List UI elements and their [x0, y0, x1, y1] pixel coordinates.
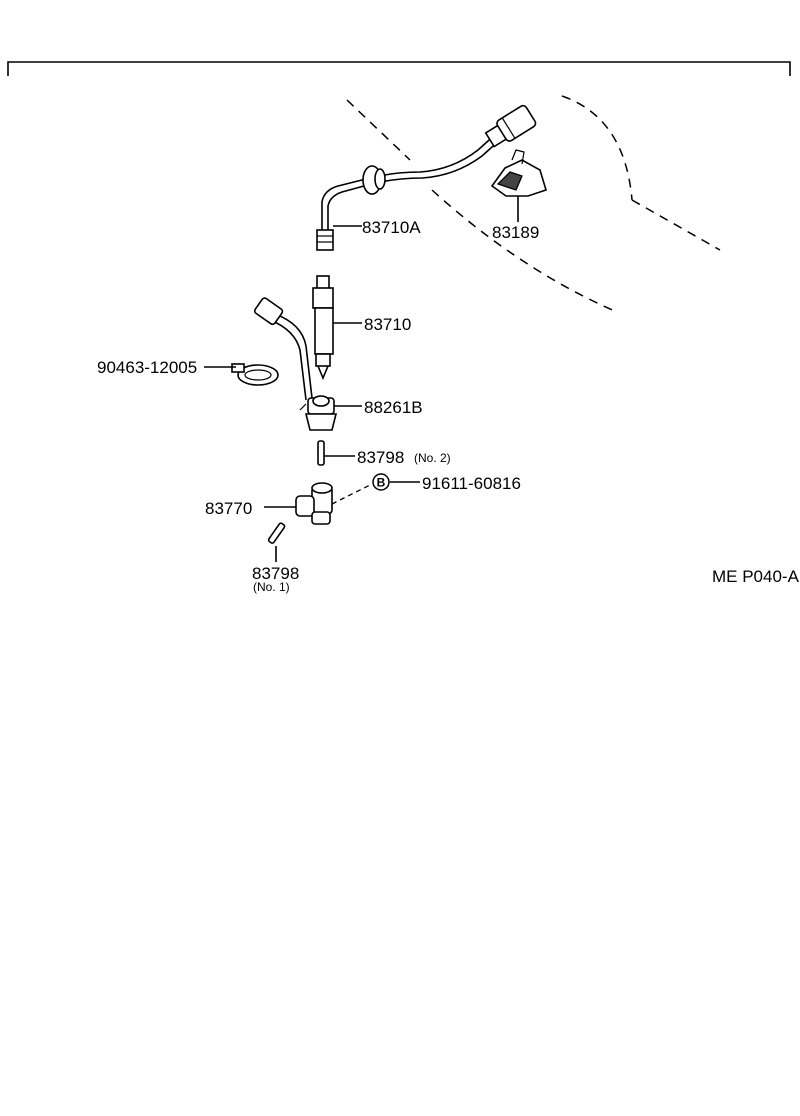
sleeve-83710-part	[312, 275, 334, 381]
clamp-90463-part	[231, 363, 279, 386]
clip-83189-part	[490, 149, 547, 197]
label-83710A: 83710A	[362, 218, 421, 237]
sensor-88261B-part	[253, 297, 338, 431]
pin-83798-no2-part	[317, 440, 325, 466]
label-83770: 83770	[205, 499, 252, 518]
pin-83798-no1-part	[267, 522, 286, 544]
label-83798-no2-note: (No. 2)	[414, 451, 451, 465]
gear-housing-83770-part	[295, 482, 333, 525]
speedometer-cable-assembly	[316, 104, 537, 251]
frame-bracket	[7, 61, 791, 76]
label-91611-60816: 91611-60816	[422, 474, 521, 493]
marker-b-circle	[372, 473, 390, 491]
label-83798-no2: 83798	[357, 448, 404, 467]
label-83798-no1-note: (No. 1)	[253, 580, 290, 594]
label-83710: 83710	[364, 315, 411, 334]
label-90463-12005: 90463-12005	[97, 358, 197, 377]
marker-b-label: B	[377, 476, 386, 490]
phantom-outline	[346, 95, 721, 313]
label-88261B: 88261B	[364, 398, 423, 417]
label-83798-no1: 83798	[252, 564, 299, 583]
leader-lines	[204, 196, 519, 562]
label-83189: 83189	[492, 223, 539, 242]
diagram-code: ME P040-A	[712, 567, 800, 586]
